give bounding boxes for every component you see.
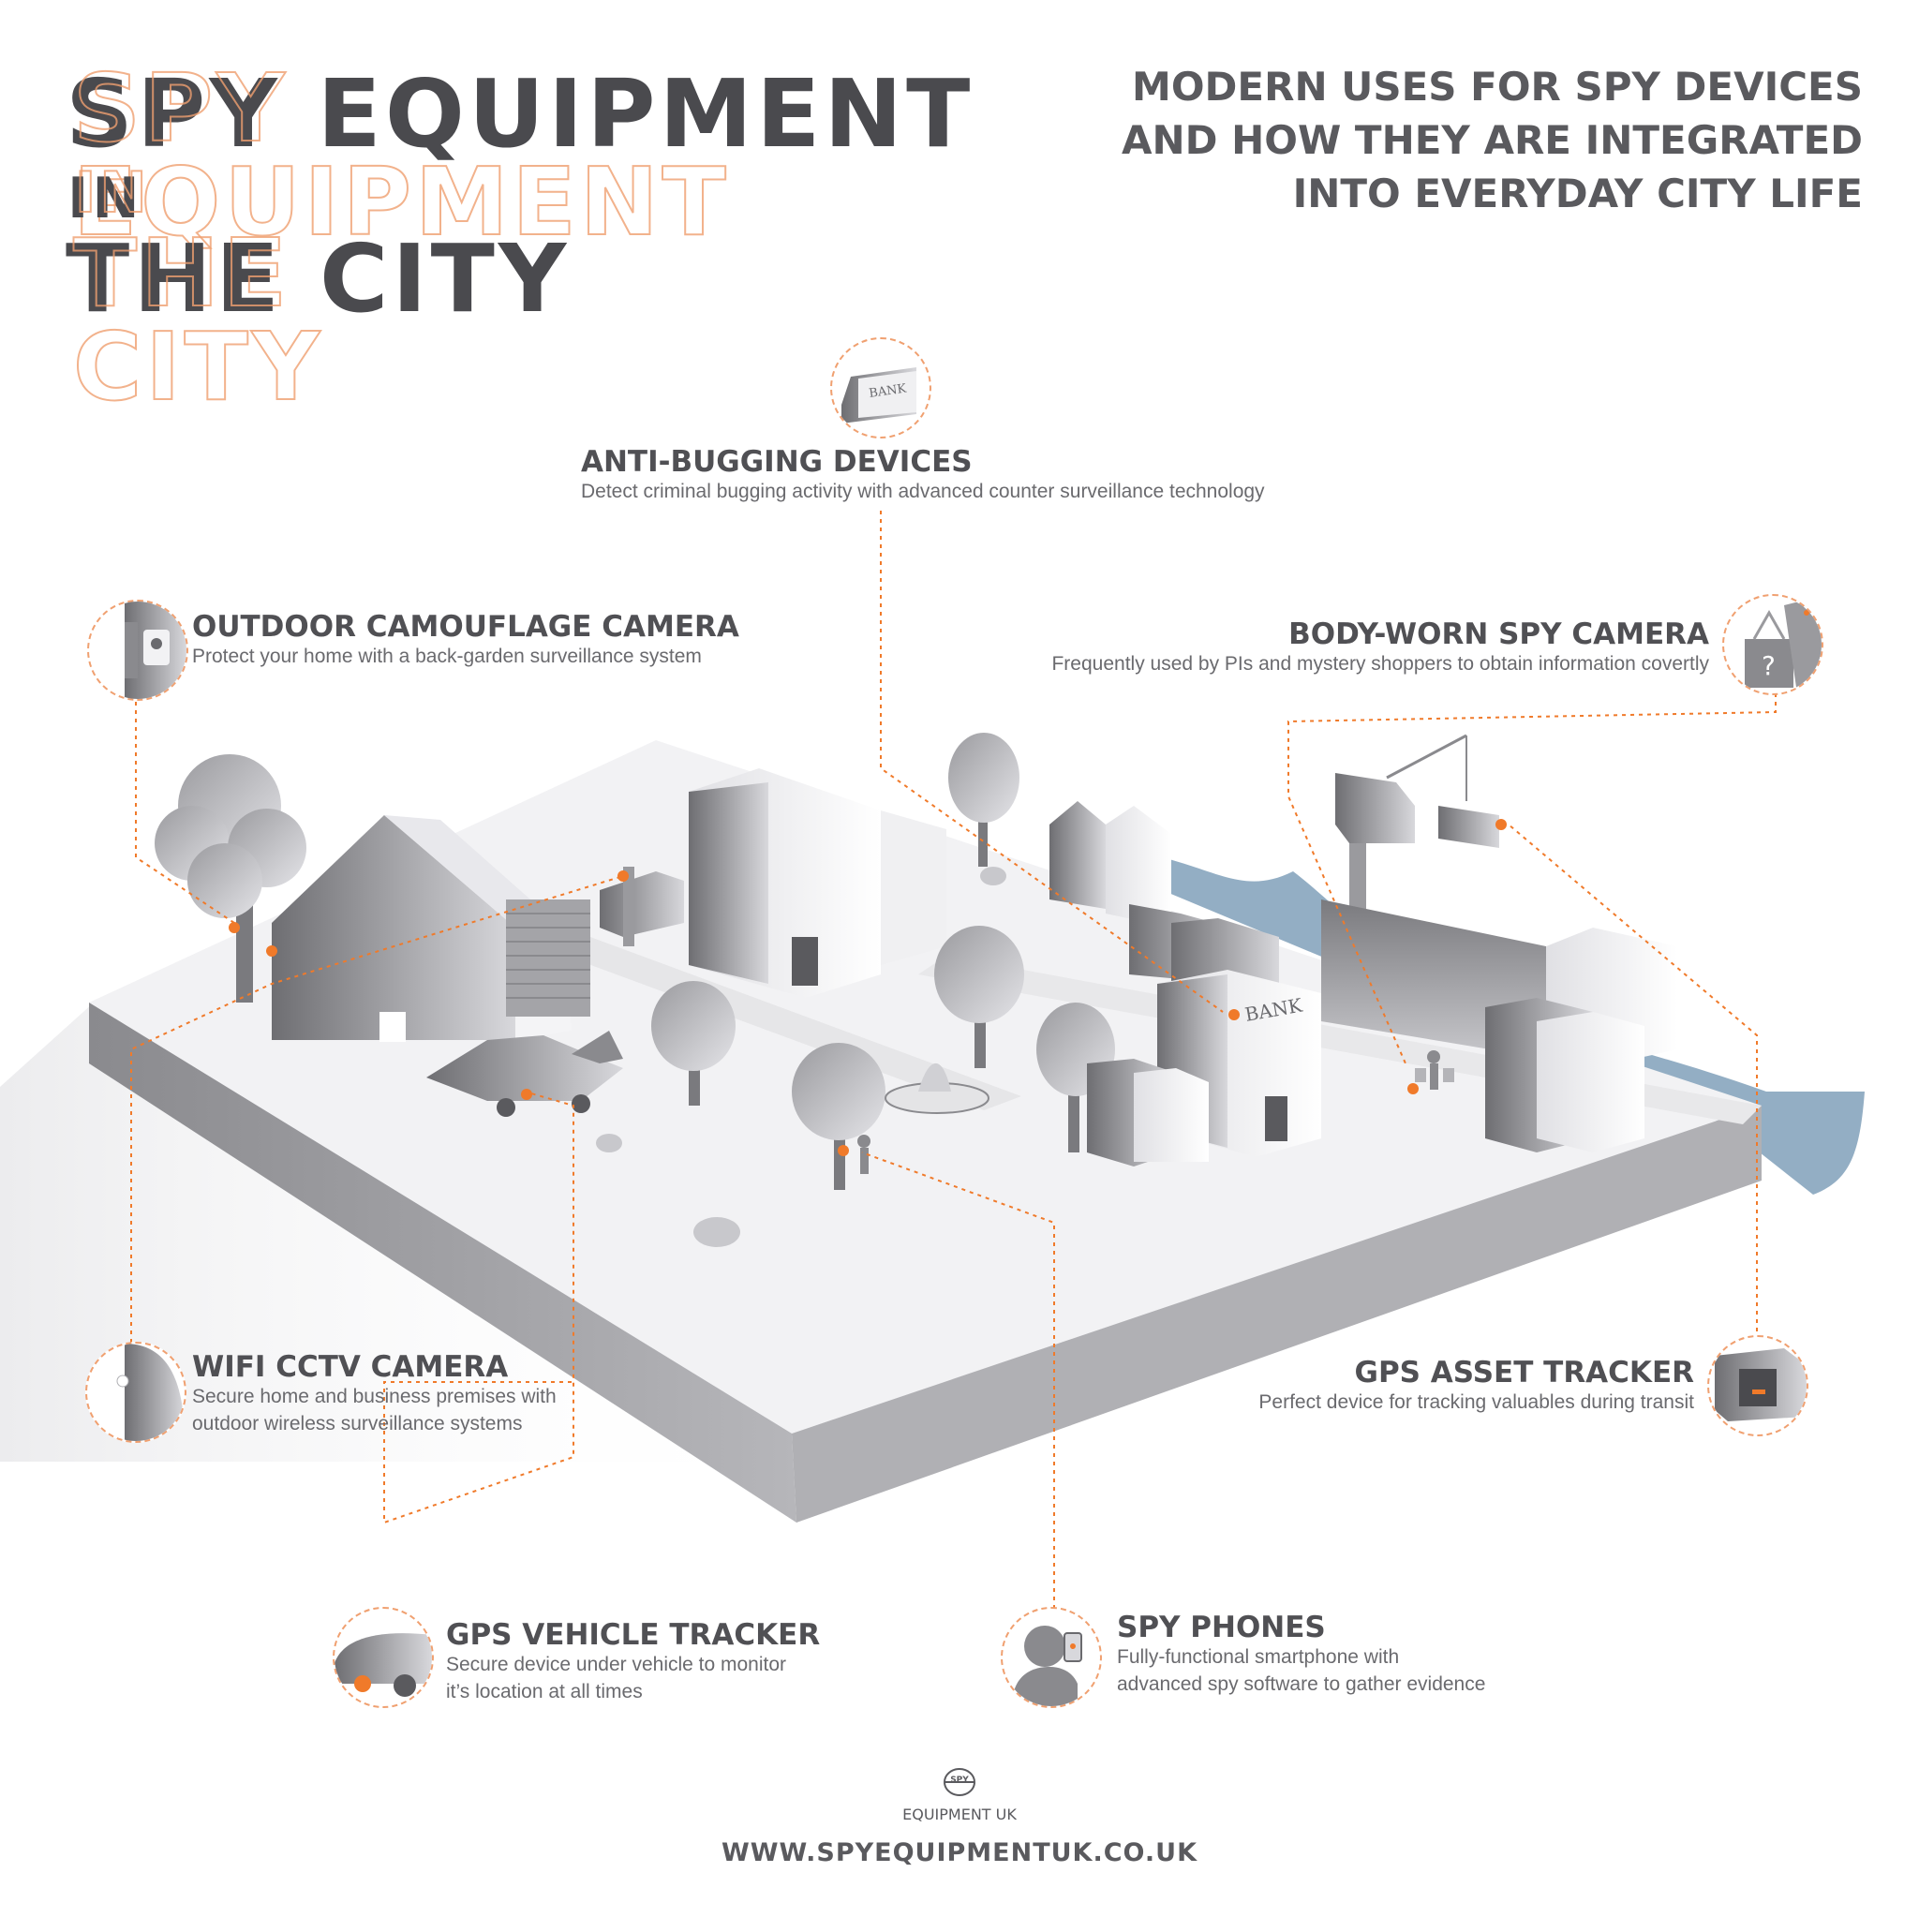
- title-line-3: THE CITY THE CITY: [66, 218, 571, 422]
- wifi-cctv-desc-1: Secure home and business premises with: [192, 1386, 557, 1407]
- badge-bank-sign: BANK: [868, 381, 907, 400]
- birdhouse-camera-icon: [87, 600, 188, 701]
- bush: [980, 867, 1006, 885]
- cctv-camera-icon: [85, 1342, 186, 1443]
- device-location-dots: [229, 819, 1507, 1156]
- body-worn-label: BODY-WORN SPY CAMERA Frequently used by …: [1051, 618, 1709, 677]
- website-url[interactable]: WWW.SPYEQUIPMENTUK.CO.UK: [721, 1838, 1198, 1867]
- house-building: [272, 815, 590, 1042]
- fountain: [885, 1063, 989, 1114]
- title-line-2: IN IN: [67, 160, 151, 231]
- office-block: [689, 768, 946, 998]
- person-figure: [857, 1135, 870, 1174]
- tree: [934, 926, 1024, 1068]
- gps-vehicle-label: GPS VEHICLE TRACKER Secure device under …: [446, 1619, 820, 1705]
- spy-phones-title: SPY PHONES: [1117, 1611, 1326, 1644]
- wifi-cctv-desc-2: outdoor wireless surveillance systems: [192, 1413, 523, 1434]
- subtitle: MODERN USES FOR SPY DEVICES AND HOW THEY…: [1121, 64, 1863, 216]
- wifi-cctv-label: WIFI CCTV CAMERA Secure home and busines…: [192, 1351, 557, 1437]
- spy-logo-icon: [944, 1768, 975, 1796]
- spy-phones-desc-1: Fully-functional smartphone with: [1117, 1646, 1400, 1668]
- anti-bugging-label: ANTI-BUGGING DEVICES Detect criminal bug…: [581, 446, 1265, 505]
- townhouses: [1049, 801, 1279, 984]
- anti-bugging-desc: Detect criminal bugging activity with ad…: [581, 481, 1265, 502]
- car-with-tracker: [426, 1031, 623, 1117]
- tree: [651, 981, 736, 1106]
- tree: [948, 733, 1019, 867]
- outdoor-camera-desc: Protect your home with a back-garden sur…: [192, 646, 702, 667]
- person-phone-icon: [1001, 1607, 1102, 1708]
- gps-asset-label: GPS ASSET TRACKER Perfect device for tra…: [1258, 1357, 1694, 1416]
- bush: [693, 1217, 740, 1247]
- city-platform-front-side: [792, 1106, 1762, 1523]
- shopping-bag-icon: ?: [1722, 594, 1823, 695]
- body-worn-desc: Frequently used by PIs and mystery shopp…: [1051, 653, 1709, 675]
- anti-bugging-title: ANTI-BUGGING DEVICES: [581, 445, 973, 479]
- garages: [600, 867, 684, 946]
- title-line-1: SPY EQUIPMENT SPY EQUIPMENT: [66, 53, 974, 257]
- gps-vehicle-desc-2: it’s location at all times: [446, 1681, 643, 1702]
- car-icon: [333, 1607, 434, 1708]
- body-worn-title: BODY-WORN SPY CAMERA: [1288, 617, 1709, 651]
- connector-lines: [130, 511, 1777, 1626]
- wifi-cctv-title: WIFI CCTV CAMERA: [192, 1350, 509, 1384]
- truck-trailer-icon: [1707, 1335, 1808, 1436]
- gps-asset-title: GPS ASSET TRACKER: [1354, 1356, 1694, 1390]
- gps-vehicle-title: GPS VEHICLE TRACKER: [446, 1618, 821, 1652]
- logo-text: SPY: [950, 1776, 969, 1785]
- road: [553, 937, 1021, 1110]
- outdoor-camera-title: OUTDOOR CAMOUFLAGE CAMERA: [192, 610, 739, 644]
- outdoor-camera-label: OUTDOOR CAMOUFLAGE CAMERA Protect your h…: [192, 611, 739, 670]
- gps-asset-desc: Perfect device for tracking valuables du…: [1258, 1391, 1694, 1413]
- bag-mark: ?: [1762, 650, 1776, 681]
- person-figure: [1415, 1050, 1454, 1090]
- brand-name: EQUIPMENT UK: [902, 1806, 1017, 1823]
- warehouse-buildings: [1321, 899, 1677, 1152]
- bank-building: BANK: [1087, 970, 1321, 1167]
- tree: [155, 754, 306, 1003]
- bush: [596, 1134, 622, 1152]
- spy-phones-desc-2: advanced spy software to gather evidence: [1117, 1673, 1486, 1695]
- gps-vehicle-desc-1: Secure device under vehicle to monitor: [446, 1654, 787, 1675]
- bank-icon: BANK: [830, 337, 931, 438]
- spy-phones-label: SPY PHONES Fully-functional smartphone w…: [1117, 1612, 1485, 1698]
- footer-logo: SPY EQUIPMENT UK: [0, 1765, 1919, 1823]
